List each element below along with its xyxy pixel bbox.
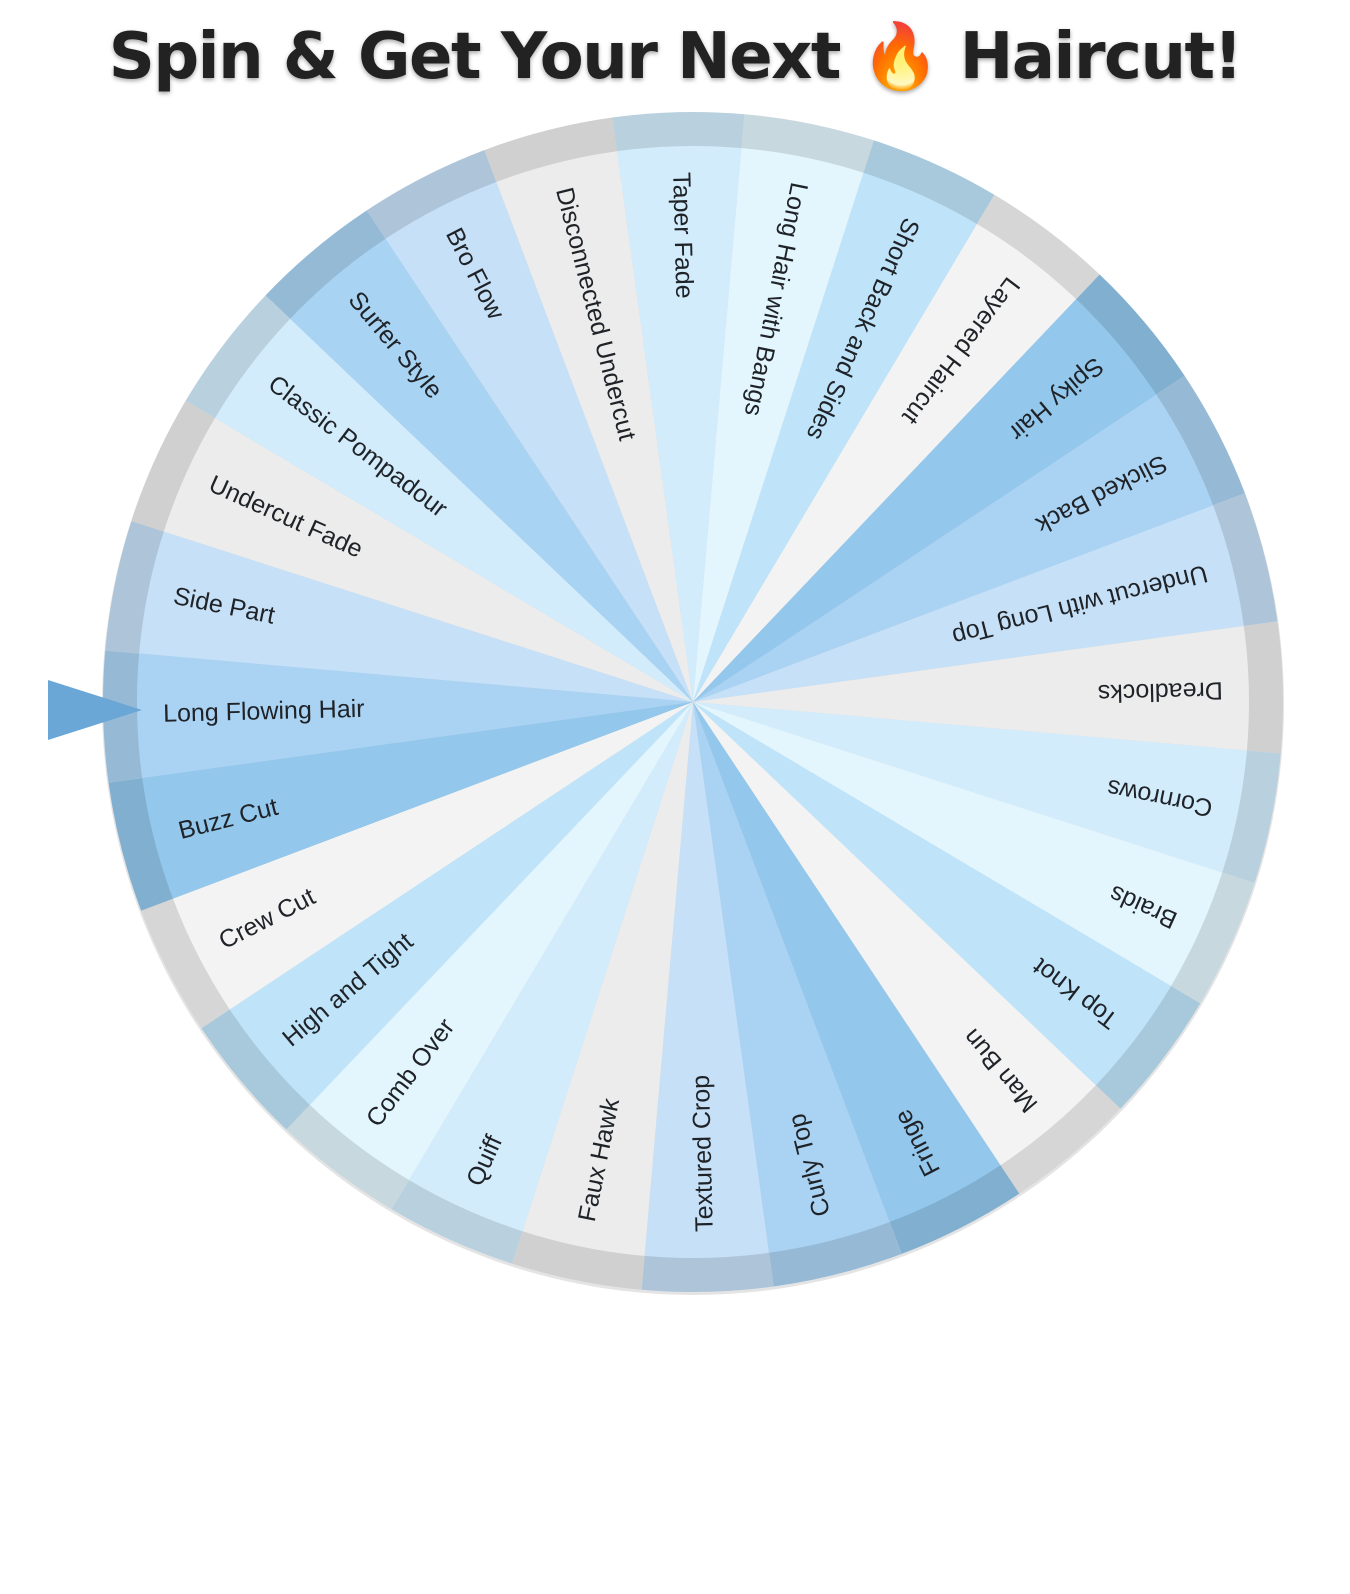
wheel-segment[interactable] [693,625,1249,751]
wheel-segment[interactable] [693,702,1172,1086]
wheel-segment[interactable] [522,702,693,1256]
wheel-segment[interactable] [139,531,693,702]
wheel-segment-label: Textured Crop [687,1075,719,1233]
wheel-segment-label: Taper Fade [667,172,698,299]
wheel-segment-label: Long Flowing Hair [163,695,365,728]
wheel-segment[interactable] [693,172,977,702]
wheel-segment[interactable] [290,238,693,703]
wheel-segment[interactable] [693,394,1214,702]
wheel-segment[interactable] [693,702,1096,1166]
wheel-segment[interactable] [309,702,693,1181]
wheel-segment[interactable] [137,653,693,779]
wheel-segment[interactable] [693,702,1001,1223]
wheel-segments[interactable] [137,146,1249,1258]
wheel-segment[interactable] [229,702,694,1105]
wheel-segment[interactable] [693,299,1157,702]
wheel-segment[interactable] [693,148,864,702]
wheel-segment[interactable] [163,418,693,702]
wheel-segment[interactable] [693,702,1247,873]
page-title: Spin & Get Your Next 🔥 Haircut! [108,20,1243,94]
wheel-segment[interactable] [616,146,742,702]
wheel-segment[interactable] [385,181,693,702]
wheel-segment[interactable] [644,702,770,1258]
wheel-segment[interactable] [693,702,1223,986]
wheel-segment[interactable] [693,505,1244,702]
wheel-segment[interactable] [172,702,693,1010]
wheel-segment[interactable] [496,151,693,703]
wheel-segment[interactable] [214,318,694,702]
wheel-segment[interactable] [142,702,694,899]
wheel-segment[interactable] [693,223,1077,702]
wheel-segment[interactable] [693,702,890,1253]
wheel-segment[interactable] [409,702,693,1232]
pointer-icon [48,680,142,740]
wheel-segment-label: Dreadlocks [1098,676,1224,707]
